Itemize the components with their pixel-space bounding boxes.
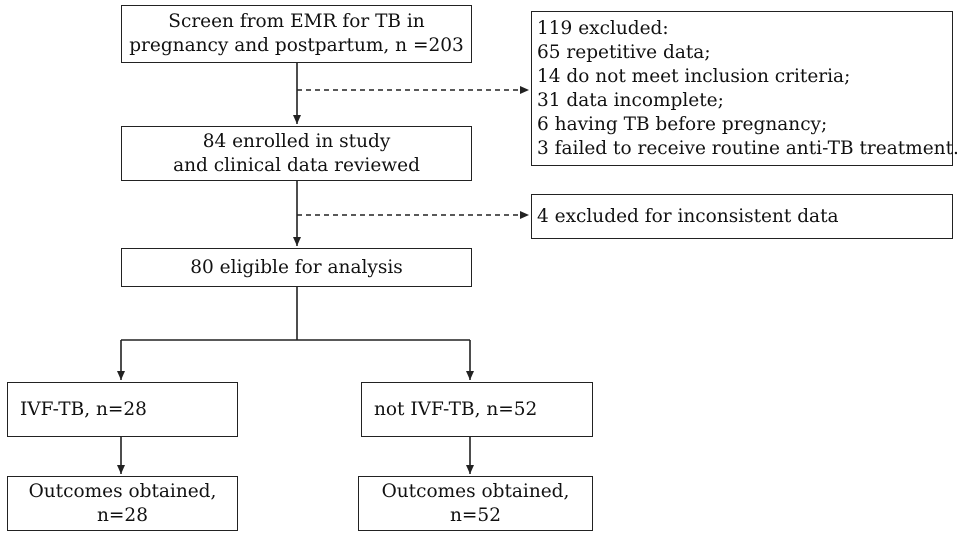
excluded1-line-2: 65 repetitive data; bbox=[537, 41, 711, 63]
ivf-tb-box: IVF-TB, n=28 bbox=[7, 382, 238, 437]
enrolled-line-1: 84 enrolled in study bbox=[202, 130, 391, 152]
enrolled-line-2: and clinical data reviewed bbox=[173, 154, 420, 176]
eligible-box: 80 eligible for analysis bbox=[121, 248, 472, 287]
excluded-box-1: 119 excluded: 65 repetitive data; 14 do … bbox=[531, 11, 957, 166]
excluded-box-2: 4 excluded for inconsistent data bbox=[531, 194, 953, 239]
excluded1-line-1: 119 excluded: bbox=[537, 17, 669, 39]
screen-box: Screen from EMR for TB in pregnancy and … bbox=[121, 5, 472, 63]
outcomes-ivf-line-1: Outcomes obtained, bbox=[28, 480, 217, 502]
excluded1-line-5: 6 having TB before pregnancy; bbox=[537, 113, 828, 135]
screen-line-1: Screen from EMR for TB in bbox=[168, 11, 425, 32]
excluded2-line-1: 4 excluded for inconsistent data bbox=[537, 205, 839, 227]
eligible-line-1: 80 eligible for analysis bbox=[190, 256, 403, 278]
outcomes-notivf-box: Outcomes obtained, n=52 bbox=[358, 476, 593, 531]
excluded1-line-4: 31 data incomplete; bbox=[537, 89, 724, 111]
notivf-line-1: not IVF-TB, n=52 bbox=[374, 398, 538, 420]
excluded1-line-6: 3 failed to receive routine anti-TB trea… bbox=[537, 137, 957, 159]
screen-line-2: pregnancy and postpartum, n =203 bbox=[129, 35, 464, 56]
not-ivf-tb-box: not IVF-TB, n=52 bbox=[361, 382, 593, 437]
outcomes-notivf-line-1: Outcomes obtained, bbox=[381, 480, 570, 502]
outcomes-ivf-box: Outcomes obtained, n=28 bbox=[7, 476, 238, 531]
outcomes-ivf-line-2: n=28 bbox=[97, 504, 148, 526]
excluded1-line-3: 14 do not meet inclusion criteria; bbox=[537, 65, 851, 87]
outcomes-notivf-line-2: n=52 bbox=[450, 504, 501, 526]
ivf-line-1: IVF-TB, n=28 bbox=[20, 398, 147, 420]
enrolled-box: 84 enrolled in study and clinical data r… bbox=[121, 126, 472, 181]
